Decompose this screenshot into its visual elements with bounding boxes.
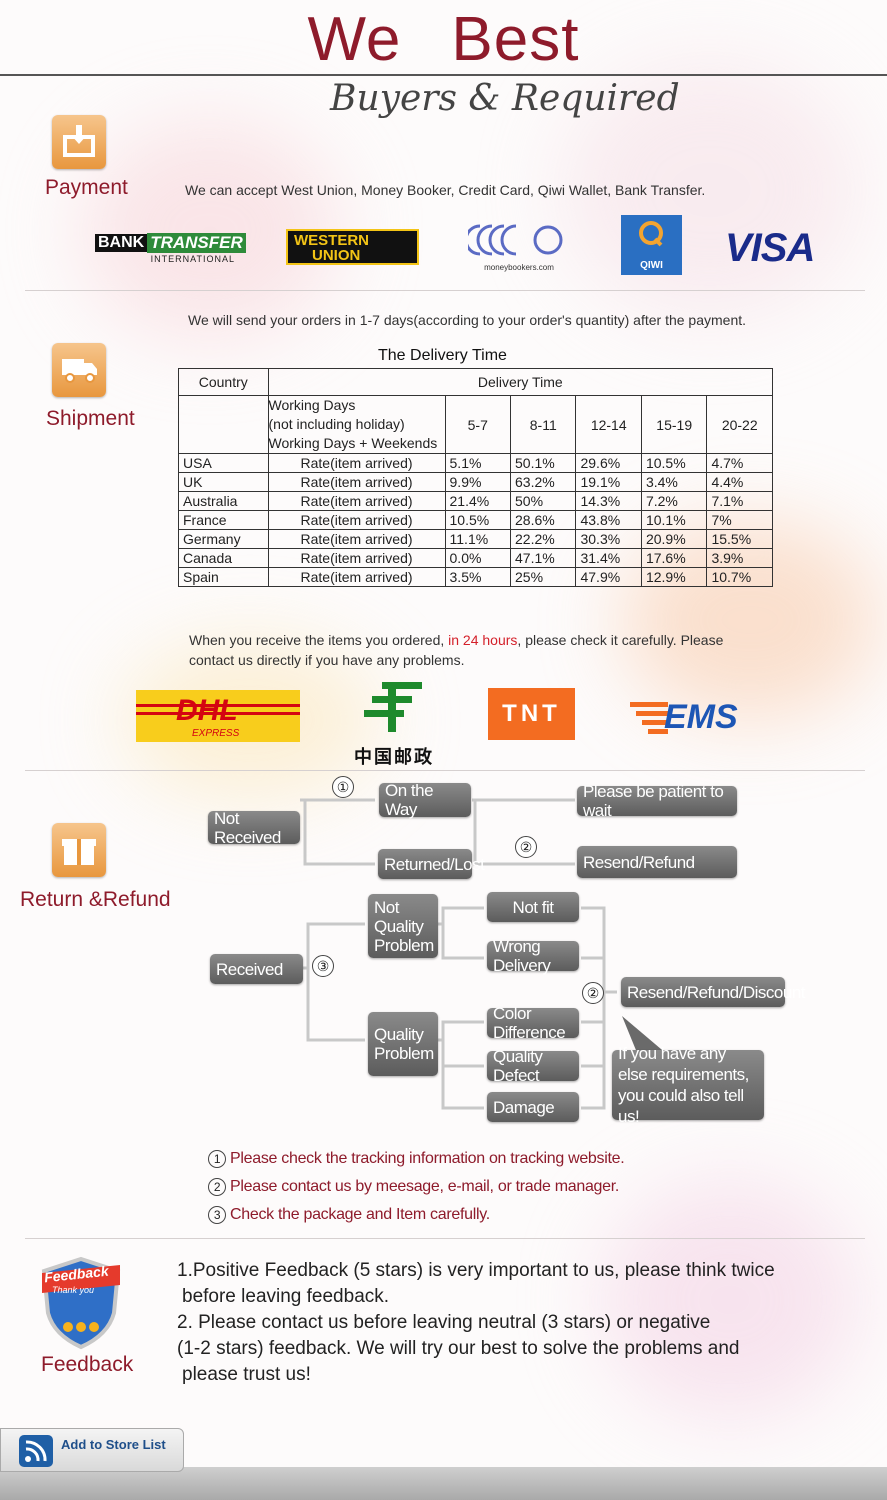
rate-value-cell: 50.1%: [509, 453, 577, 473]
feedback-text: 1.Positive Feedback (5 stars) is very im…: [177, 1260, 775, 1385]
tnt-logo: TNT: [488, 688, 575, 740]
rate-value-cell: 22.2%: [509, 529, 577, 549]
resend-refund-discount-node: Resend/Refund/Discount: [621, 977, 806, 1007]
header-rule: [0, 74, 887, 76]
quality-defect-node: Quality Defect: [487, 1047, 579, 1085]
dhl-logo: DHL EXPRESS: [136, 690, 300, 742]
country-cell: France: [178, 510, 269, 530]
step-marker-2: ②: [515, 836, 537, 858]
step-marker-3: ③: [312, 955, 334, 977]
country-cell: Canada: [178, 548, 269, 568]
shipment-label: Shipment: [46, 407, 135, 430]
rate-label-cell: Rate(item arrived): [267, 510, 446, 530]
rate-value-cell: 28.6%: [509, 510, 577, 530]
rate-value-cell: 3.5%: [444, 567, 512, 587]
rate-value-cell: 31.4%: [575, 548, 642, 568]
china-post-logo: 中国邮政: [346, 678, 442, 768]
rate-value-cell: 47.1%: [509, 548, 577, 568]
col-delivery: Delivery Time: [267, 368, 774, 396]
rate-value-cell: 43.8%: [575, 510, 642, 530]
rate-value-cell: 10.7%: [706, 567, 773, 587]
western-union-logo: WESTERN UNION: [286, 229, 419, 265]
rate-value-cell: 10.5%: [444, 510, 512, 530]
quality-problem-node: Quality Problem: [368, 1012, 438, 1076]
rss-icon: [19, 1435, 53, 1467]
rate-value-cell: 7%: [706, 510, 773, 530]
inspect-note: When you receive the items you ordered, …: [189, 632, 724, 668]
damage-node: Damage: [487, 1092, 579, 1122]
rate-value-cell: 0.0%: [444, 548, 512, 568]
bottom-bar: [0, 1467, 887, 1500]
wrong-delivery-node: Wrong Delivery: [487, 937, 579, 975]
add-to-store-button[interactable]: Add to Store List: [0, 1428, 184, 1472]
refund-label: Return &Refund: [20, 888, 171, 911]
rate-label-cell: Rate(item arrived): [267, 567, 446, 587]
divider: [25, 1238, 865, 1239]
returned-lost-node: Returned/Lost: [378, 849, 485, 879]
not-quality-node: Not Quality Problem: [368, 894, 438, 958]
rate-label-cell: Rate(item arrived): [267, 529, 446, 549]
feedback-label: Feedback: [41, 1353, 134, 1376]
resend-refund-node: Resend/Refund: [577, 846, 737, 878]
payment-icon: [52, 115, 106, 169]
rate-value-cell: 12.9%: [640, 567, 708, 587]
rate-value-cell: 10.5%: [640, 453, 708, 473]
shipment-intro: We will send your orders in 1-7 days(acc…: [188, 312, 747, 328]
step-marker-1: ①: [332, 776, 354, 798]
received-node: Received: [210, 954, 303, 984]
payment-text: We can accept West Union, Money Booker, …: [185, 182, 706, 198]
rate-value-cell: 7.2%: [640, 491, 708, 511]
rate-value-cell: 50%: [509, 491, 577, 511]
qiwi-logo: QIWI: [621, 215, 682, 275]
divider: [25, 290, 865, 291]
not-fit-node: Not fit: [487, 892, 579, 922]
add-to-store-label: Add to Store List: [61, 1437, 166, 1452]
col-country: Country: [178, 368, 269, 396]
step-marker-2b: ②: [582, 982, 604, 1004]
gift-icon: [52, 823, 106, 877]
rate-value-cell: 11.1%: [444, 529, 512, 549]
ems-logo: EMS: [630, 698, 748, 738]
rate-value-cell: 29.6%: [575, 453, 642, 473]
bank-transfer-logo: BANK TRANSFER INTERNATIONAL: [95, 232, 246, 266]
country-cell: Spain: [178, 567, 269, 587]
title-right: Best: [451, 5, 580, 74]
rate-value-cell: 15.5%: [706, 529, 773, 549]
delivery-table: Country Delivery Time Working Days (not …: [178, 368, 774, 587]
title-left: We: [307, 5, 402, 74]
on-the-way-node: On the Way: [379, 781, 471, 819]
rate-value-cell: 47.9%: [575, 567, 642, 587]
patient-node: Please be patient to wait: [577, 782, 737, 820]
rate-value-cell: 20.9%: [640, 529, 708, 549]
delivery-table-title: The Delivery Time: [378, 347, 507, 364]
rate-label-cell: Rate(item arrived): [267, 548, 446, 568]
truck-icon: [52, 343, 106, 397]
color-difference-node: Color Difference: [487, 1004, 579, 1042]
rate-label-cell: Rate(item arrived): [267, 453, 446, 473]
rate-value-cell: 25%: [509, 567, 577, 587]
not-received-node: Not Received: [208, 809, 300, 847]
rate-value-cell: 10.1%: [640, 510, 708, 530]
feedback-badge: Feedback Thank you: [38, 1255, 124, 1351]
subtitle: Buyers & Required: [330, 78, 680, 119]
payment-label: Payment: [45, 176, 128, 199]
visa-logo: VISA: [725, 226, 815, 270]
rate-label-cell: Rate(item arrived): [267, 472, 446, 492]
else-requirements-bubble: If you have any else requirements, you c…: [612, 1044, 764, 1126]
page-title: We Best: [0, 4, 887, 75]
divider: [25, 770, 865, 771]
